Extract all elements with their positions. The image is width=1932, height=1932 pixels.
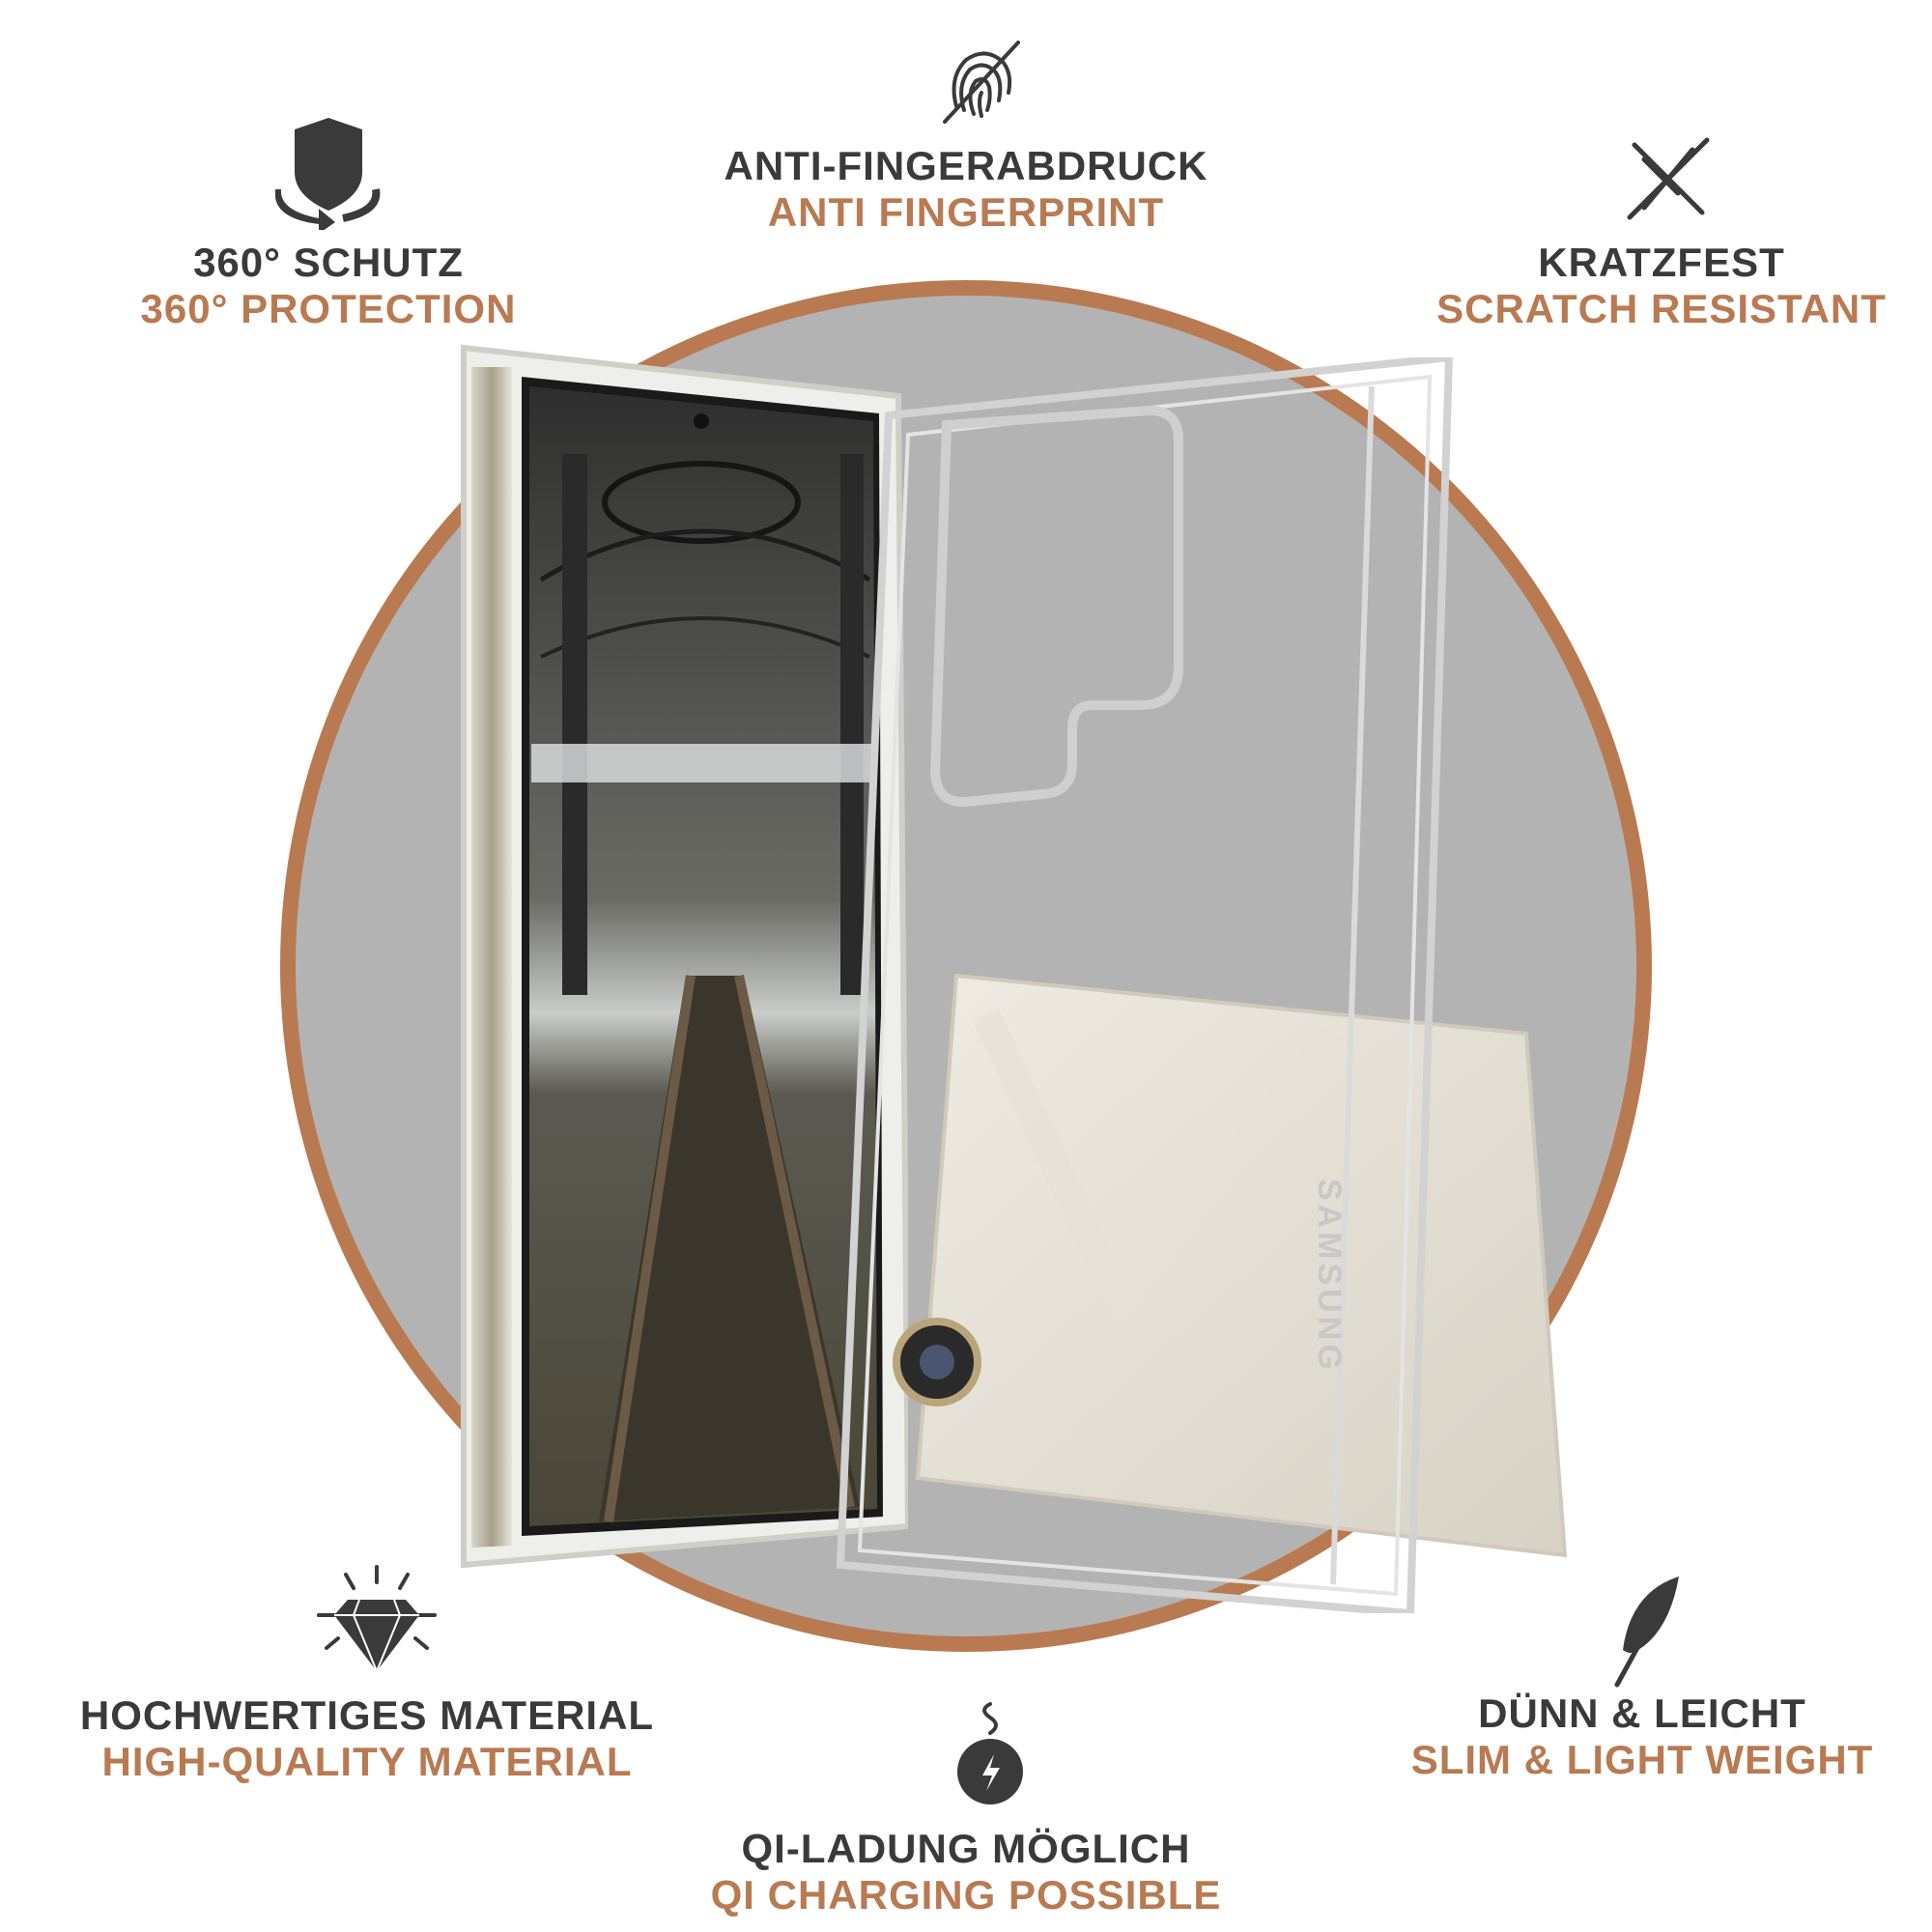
feature-material-en: HIGH-QUALITY MATERIAL — [101, 1739, 633, 1784]
feature-fingerprint-de: ANTI-FINGERABDRUCK — [724, 143, 1208, 188]
feature-slim-en: SLIM & LIGHT WEIGHT — [1410, 1737, 1874, 1782]
feature-material: HOCHWERTIGES MATERIAL HIGH-QUALITY MATER… — [58, 1692, 676, 1785]
feature-charging-en: QI CHARGING POSSIBLE — [710, 1872, 1222, 1918]
feature-charging: QI-LADUNG MÖGLICH QI CHARGING POSSIBLE — [696, 1826, 1236, 1918]
feature-material-de: HOCHWERTIGES MATERIAL — [79, 1692, 655, 1738]
scratch-icon — [1627, 137, 1710, 220]
brand-text: SAMSUNG — [1311, 1179, 1348, 1374]
feature-charging-de: QI-LADUNG MÖGLICH — [741, 1826, 1191, 1871]
feature-scratch: KRATZFEST SCRATCH RESISTANT — [1410, 240, 1913, 332]
clear-case-back-image: SAMSUNG — [836, 357, 1568, 1613]
feature-fingerprint: ANTI-FINGERABDRUCK ANTI FINGERPRINT — [705, 143, 1227, 236]
wireless-charging-icon — [957, 1702, 1023, 1804]
feature-protection-de: 360° SCHUTZ — [193, 240, 464, 285]
feature-protection-en: 360° PROTECTION — [140, 286, 517, 331]
diamond-icon — [317, 1565, 437, 1674]
feature-protection: 360° SCHUTZ 360° PROTECTION — [116, 240, 541, 332]
feature-fingerprint-en: ANTI FINGERPRINT — [767, 189, 1165, 235]
feature-slim: DÜNN & LEICHT SLIM & LIGHT WEIGHT — [1391, 1690, 1893, 1783]
feature-scratch-en: SCRATCH RESISTANT — [1436, 286, 1887, 331]
shield-rotate-icon — [275, 118, 381, 230]
feature-scratch-de: KRATZFEST — [1538, 240, 1785, 285]
phone-front-image — [461, 344, 908, 1569]
feather-icon — [1614, 1577, 1679, 1688]
feature-slim-de: DÜNN & LEICHT — [1478, 1690, 1806, 1736]
no-fingerprint-icon — [943, 41, 1020, 124]
